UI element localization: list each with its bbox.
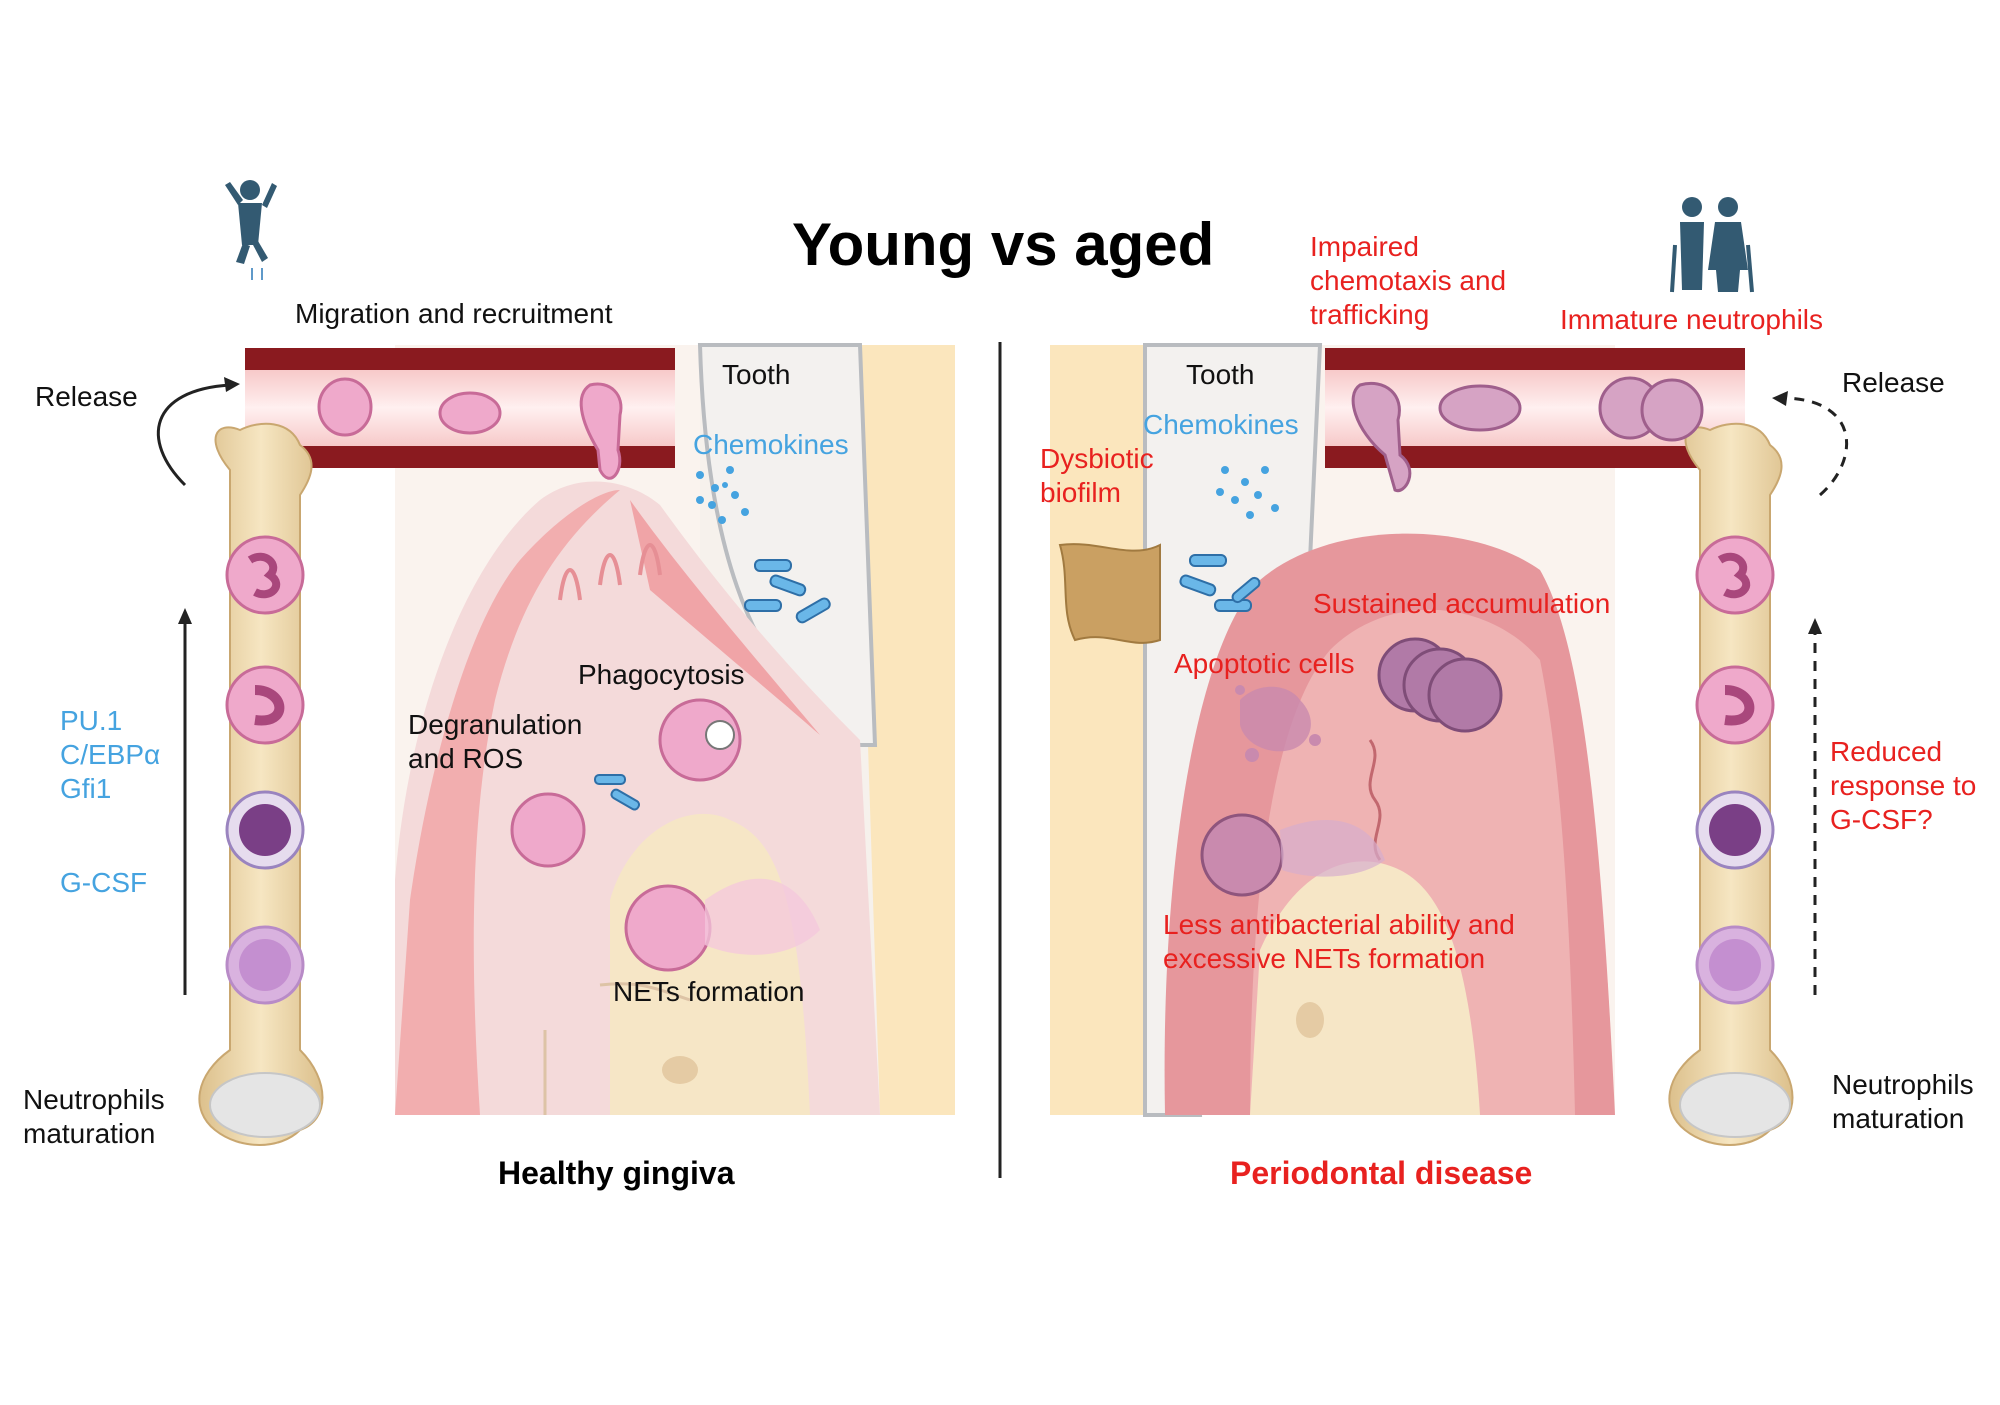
page-title: Young vs aged — [792, 211, 1215, 278]
caption-healthy-gingiva: Healthy gingiva — [498, 1155, 735, 1191]
right-bone-marrow — [1668, 422, 1794, 1146]
label-maturation-right: Neutrophils maturation — [1832, 1069, 1974, 1134]
tooth-root-dentin-left — [855, 345, 955, 1115]
left-chemokine-dots — [696, 466, 749, 524]
label-chemokines-right: Chemokines — [1143, 409, 1299, 440]
label-transcription-factors: PU.1 C/EBPα Gfi1 — [60, 705, 161, 804]
label-apoptotic-cells: Apoptotic cells — [1174, 648, 1355, 679]
right-marrow-cells — [1695, 535, 1775, 1005]
left-bacteria — [594, 559, 831, 811]
tooth-root-dentin-right — [1050, 345, 1145, 1115]
left-marrow-cells — [225, 535, 305, 1005]
label-release-right: Release — [1842, 367, 1945, 398]
label-chemokines-left: Chemokines — [693, 429, 849, 460]
elderly-couple-icon — [1670, 197, 1754, 293]
label-migration: Migration and recruitment — [295, 298, 613, 329]
label-tooth-right: Tooth — [1186, 359, 1255, 390]
label-immature-neutrophils: Immature neutrophils — [1560, 304, 1824, 335]
label-reduced-response: Reduced response to G-CSF? — [1830, 736, 1977, 835]
label-release-left: Release — [35, 381, 138, 412]
label-tooth-left: Tooth — [722, 359, 791, 390]
dysbiotic-biofilm-shape — [1058, 543, 1161, 644]
left-tissue-neutrophils — [510, 698, 820, 972]
caption-periodontal-disease: Periodontal disease — [1230, 1155, 1533, 1191]
label-nets-formation: NETs formation — [613, 976, 805, 1007]
right-tissue-cells — [1200, 637, 1503, 897]
label-dysbiotic-biofilm: Dysbiotic biofilm — [1040, 443, 1154, 508]
left-vessel-neutrophils — [317, 377, 623, 480]
label-gcsf: G-CSF — [60, 867, 148, 898]
right-vessel-neutrophils — [1351, 376, 1704, 493]
right-chemokine-dots — [1216, 466, 1279, 519]
label-impaired-chemotaxis: Impaired chemotaxis and trafficking — [1310, 231, 1507, 330]
right-bacteria — [1179, 554, 1261, 612]
jumping-person-icon — [225, 180, 277, 280]
label-sustained-accumulation: Sustained accumulation — [1313, 588, 1611, 619]
label-degranulation: Degranulation and ROS — [408, 709, 583, 774]
right-tissue-section — [1050, 343, 1615, 1117]
label-phagocytosis: Phagocytosis — [578, 659, 745, 690]
epithelium-left — [395, 490, 620, 1115]
label-maturation-left: Neutrophils maturation — [23, 1084, 165, 1149]
label-less-antibacterial: Less antibacterial ability and excessive… — [1163, 909, 1515, 974]
alveolar-bone-right — [1250, 861, 1480, 1115]
left-bone-marrow — [198, 422, 324, 1146]
